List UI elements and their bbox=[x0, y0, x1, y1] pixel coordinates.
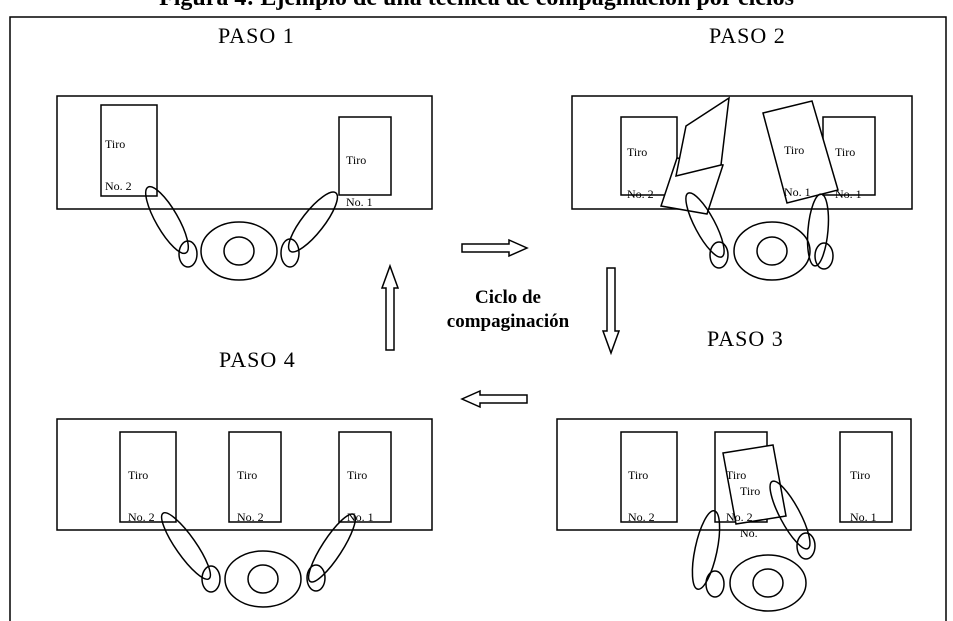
head bbox=[757, 237, 787, 265]
cycle-label: Ciclo de compaginación bbox=[440, 286, 576, 334]
arrow-right bbox=[462, 240, 527, 256]
hand-right bbox=[815, 243, 833, 269]
hand-right bbox=[281, 239, 299, 267]
sheet-label: Tiro No. bbox=[740, 456, 760, 568]
head bbox=[248, 565, 278, 593]
arm-right bbox=[282, 186, 345, 258]
sheet-label: Tiro No. 1 bbox=[835, 117, 862, 229]
sheet-label: Tiro No. 1 bbox=[346, 125, 373, 237]
shoulders bbox=[225, 551, 301, 607]
step-2-label: PASO 2 bbox=[709, 24, 786, 48]
arm-left bbox=[155, 507, 217, 584]
cycle-label-line1: Ciclo de bbox=[440, 286, 576, 310]
sheet-label: Tiro No. 2 bbox=[105, 109, 132, 221]
sheet-label: Tiro No. 2 bbox=[237, 440, 264, 552]
sheet-label: Tiro No. 1 bbox=[347, 440, 374, 552]
step-4-label: PASO 4 bbox=[219, 348, 296, 372]
hand-left bbox=[710, 242, 728, 268]
shoulders bbox=[201, 222, 277, 280]
arm-left bbox=[138, 182, 195, 259]
sheet-label: Tiro No. 2 bbox=[628, 440, 655, 552]
hand-right bbox=[307, 565, 325, 591]
worker bbox=[138, 182, 344, 280]
cycle-label-line2: compaginación bbox=[440, 310, 576, 334]
sheet-label: Tiro No. 2 bbox=[627, 117, 654, 229]
shoulders bbox=[734, 222, 810, 280]
head bbox=[753, 569, 783, 597]
step-1-label: PASO 1 bbox=[218, 24, 295, 48]
arrow-down bbox=[603, 268, 619, 353]
sheet-in-motion bbox=[676, 98, 729, 176]
hand-left bbox=[706, 571, 724, 597]
head bbox=[224, 237, 254, 265]
sheet-label: Tiro No. 1 bbox=[850, 440, 877, 552]
step-3-label: PASO 3 bbox=[707, 327, 784, 351]
arrow-left bbox=[462, 391, 527, 407]
sheet-label: Tiro No. 2 bbox=[128, 440, 155, 552]
sheet-label: Tiro No. 1 bbox=[784, 115, 811, 227]
arrow-up bbox=[382, 266, 398, 350]
